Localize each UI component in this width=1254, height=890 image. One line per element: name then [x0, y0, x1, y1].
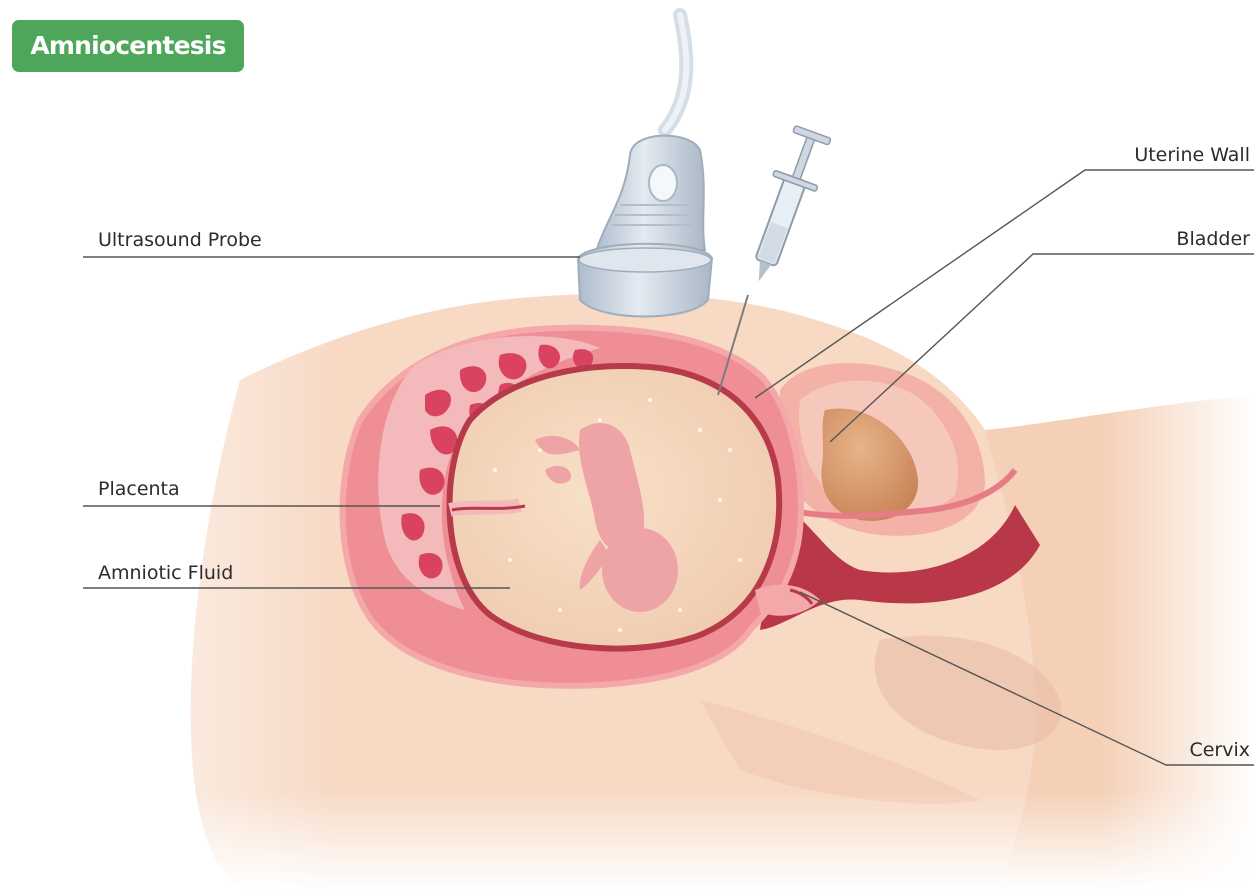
- label-amniotic-fluid: Amniotic Fluid: [98, 561, 233, 585]
- diagram-title: Amniocentesis: [12, 20, 244, 72]
- label-uterine-wall: Uterine Wall: [1134, 143, 1250, 167]
- label-ultrasound-probe: Ultrasound Probe: [98, 228, 262, 252]
- label-placenta: Placenta: [98, 477, 180, 501]
- ultrasound-probe: [578, 15, 712, 317]
- syringe: [737, 124, 835, 289]
- label-cervix: Cervix: [1189, 738, 1250, 762]
- label-bladder: Bladder: [1176, 227, 1250, 251]
